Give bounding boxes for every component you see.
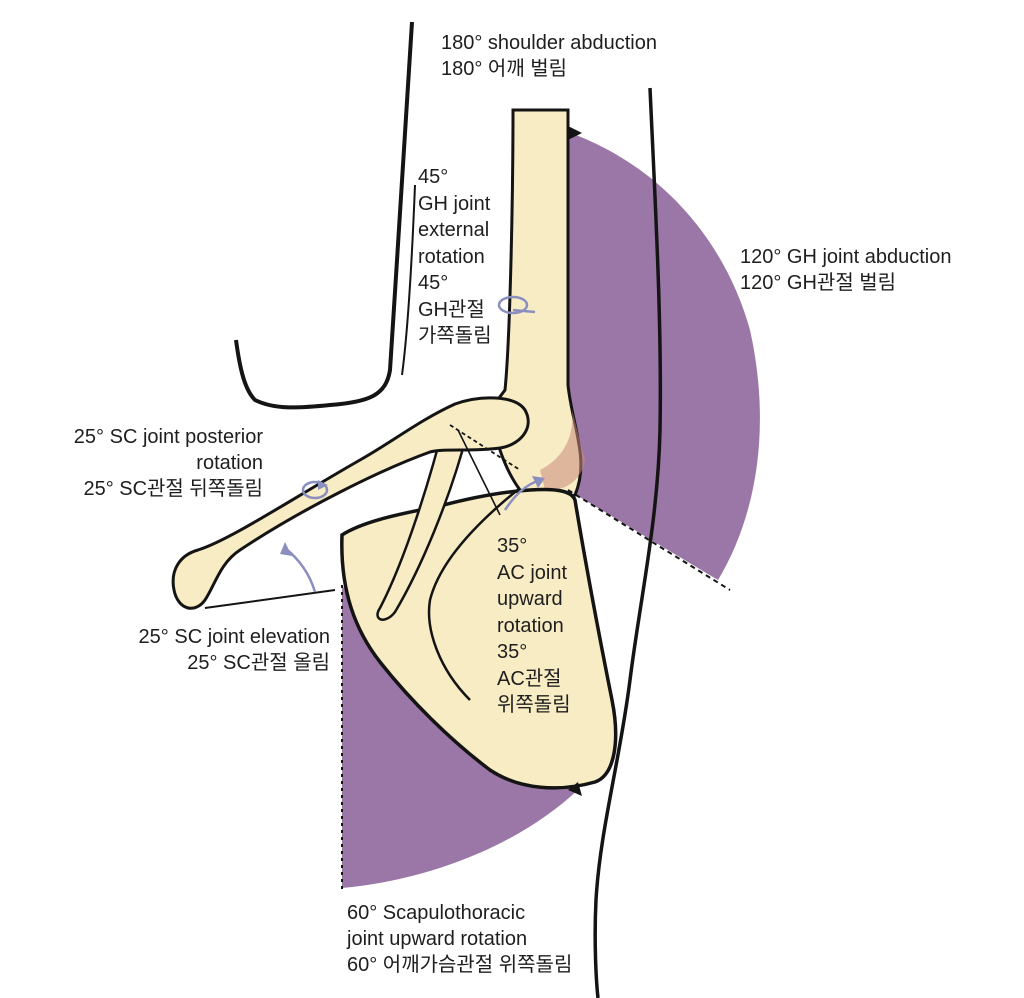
gh-rotation-arrow-tail (512, 308, 536, 314)
gh-ext-line-2: GH joint (418, 192, 491, 215)
shoulder-abduction-en: 180° shoulder abduction (441, 32, 657, 54)
ac-line-3: upward (497, 588, 563, 610)
gh-ext-line-7: 가쪽돌림 (418, 325, 492, 347)
scapulothoracic-rotation-label: 60° Scapulothoracic joint upward rotatio… (347, 900, 572, 978)
sc-posterior-rotation-arrow (301, 480, 329, 500)
ac-pointer-line (457, 429, 501, 516)
ac-rotation-arrowhead (532, 476, 545, 488)
sc-posterior-rotation-label: 25° SC joint posterior rotation 25° SC관절… (20, 424, 263, 502)
gh-abduction-en: 120° GH joint abduction (740, 246, 952, 268)
sc-posterior-ko: 25° SC관절 뒤쪽돌림 (83, 478, 263, 500)
gh-ext-line-1: 45° (418, 166, 449, 188)
clavicle-bone (171, 396, 530, 610)
ac-line-7: 위쪽돌림 (497, 694, 571, 716)
ac-line-2: AC joint (497, 561, 568, 584)
shoulder-abduction-ko: 180° 어깨 벌림 (441, 58, 568, 80)
sc-posterior-rotation-arrowhead (318, 480, 328, 490)
gh-ext-line-3: external (418, 219, 490, 241)
humerus-shadow (540, 410, 585, 491)
scapulothoracic-ko: 60° 어깨가슴관절 위쪽돌림 (347, 954, 573, 976)
gh-sector-arrowhead (568, 126, 582, 140)
gh-external-rotation-label: 45° GH joint external rotation 45° GH관절 … (418, 164, 492, 350)
scapular-spine (427, 487, 521, 701)
gh-sector-baseline (567, 489, 731, 591)
gh-ext-line-4: rotation (418, 245, 485, 268)
shoulder-abduction-label: 180° shoulder abduction 180° 어깨 벌림 (441, 30, 657, 82)
sc-elevation-label: 25° SC joint elevation 25° SC관절 올림 (60, 624, 330, 676)
gh-abduction-ko: 120° GH관절 벌림 (740, 272, 897, 294)
gh-rotation-arrow (497, 295, 529, 315)
acromion-process (376, 418, 470, 621)
sc-elevation-ko: 25° SC관절 올림 (187, 652, 330, 674)
gh-ext-line-5: 45° (418, 272, 449, 294)
scapulothoracic-sector-arrowhead (568, 782, 582, 796)
gh-ext-line-6: GH관절 (418, 298, 485, 321)
sc-posterior-en-2: rotation (196, 452, 263, 474)
sc-posterior-en-1: 25° SC joint posterior (73, 426, 263, 448)
ac-upward-rotation-label: 35° AC joint upward rotation 35° AC관절 위쪽… (497, 533, 571, 719)
sc-elevation-en: 25° SC joint elevation (138, 626, 330, 648)
gh-abduction-sector (568, 132, 760, 580)
sc-elevation-arrowhead (280, 542, 292, 556)
ac-line-6: AC관절 (497, 667, 562, 690)
gh-abduction-label: 120° GH joint abduction 120° GH관절 벌림 (740, 244, 951, 296)
ac-line-1: 35° (497, 535, 528, 557)
trunk-outline (593, 87, 663, 998)
sc-elevation-baseline (204, 589, 336, 609)
ac-line-5: 35° (497, 641, 528, 663)
neck-inner-outline (401, 184, 416, 376)
ac-line-4: rotation (497, 614, 564, 637)
scapulothoracic-en-1: 60° Scapulothoracic (347, 902, 526, 924)
neck-outline (234, 21, 414, 410)
scapulothoracic-en-2: joint upward rotation (347, 928, 528, 950)
